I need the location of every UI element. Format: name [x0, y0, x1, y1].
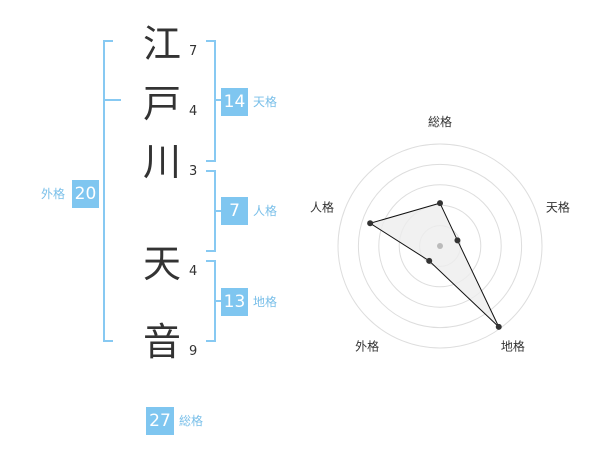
tenkaku-value-badge: 14: [221, 88, 248, 116]
stroke-count-2: 4: [189, 104, 198, 119]
stroke-count-1: 7: [189, 44, 198, 59]
chikaku-label: 地格: [253, 295, 278, 309]
stroke-count-5: 9: [189, 344, 198, 359]
radar-point-4: [426, 257, 433, 264]
radar-ring-4: [357, 163, 523, 329]
radar-points: [367, 200, 502, 330]
radar-ring-5: [337, 143, 543, 349]
radar-center-dot: [437, 243, 443, 249]
jinkaku-bracket: [206, 170, 216, 252]
stroke-count-4: 4: [189, 264, 198, 279]
tenkaku-bracket: [206, 40, 216, 162]
jinkaku-bracket-tick: [216, 210, 222, 212]
name-char-4: 天: [142, 242, 181, 286]
radar-point-2: [454, 237, 461, 244]
jinkaku-label: 人格: [253, 204, 278, 218]
chikaku-value-badge: 13: [221, 288, 248, 316]
radar-label-tenkaku: 天格: [546, 200, 570, 215]
gaikaku-bracket-tick: [105, 99, 121, 101]
name-char-1: 江: [142, 22, 181, 66]
jinkaku-value-badge: 7: [221, 197, 248, 225]
name-char-2: 戸: [142, 82, 181, 126]
stroke-count-3: 3: [189, 164, 198, 179]
chikaku-bracket-tick: [216, 300, 222, 302]
name-char-3: 川: [142, 140, 181, 184]
radar-point-3: [495, 323, 502, 330]
gaikaku-label: 外格: [41, 187, 66, 201]
radar-point-1: [437, 200, 443, 207]
radar-label-soukaku: 総格: [428, 114, 452, 129]
soukaku-value-badge: 27: [146, 407, 174, 435]
radar-ring-3: [378, 184, 502, 308]
soukaku-label: 総格: [179, 414, 204, 428]
radar-point-5: [367, 220, 374, 227]
chikaku-bracket: [206, 260, 216, 342]
radar-label-gaikaku: 外格: [355, 338, 379, 353]
radar-score-polygon: [368, 202, 500, 328]
gaikaku-value-badge: 20: [72, 180, 99, 208]
radar-label-chikaku: 地格: [501, 338, 525, 353]
tenkaku-bracket-tick: [216, 99, 222, 101]
radar-chart: 総格 天格 地格 外格 人格: [310, 114, 570, 353]
name-char-5: 音: [142, 320, 181, 364]
radar-label-jinkaku: 人格: [310, 200, 334, 215]
gaikaku-bracket: [103, 40, 113, 342]
tenkaku-label: 天格: [253, 95, 278, 109]
